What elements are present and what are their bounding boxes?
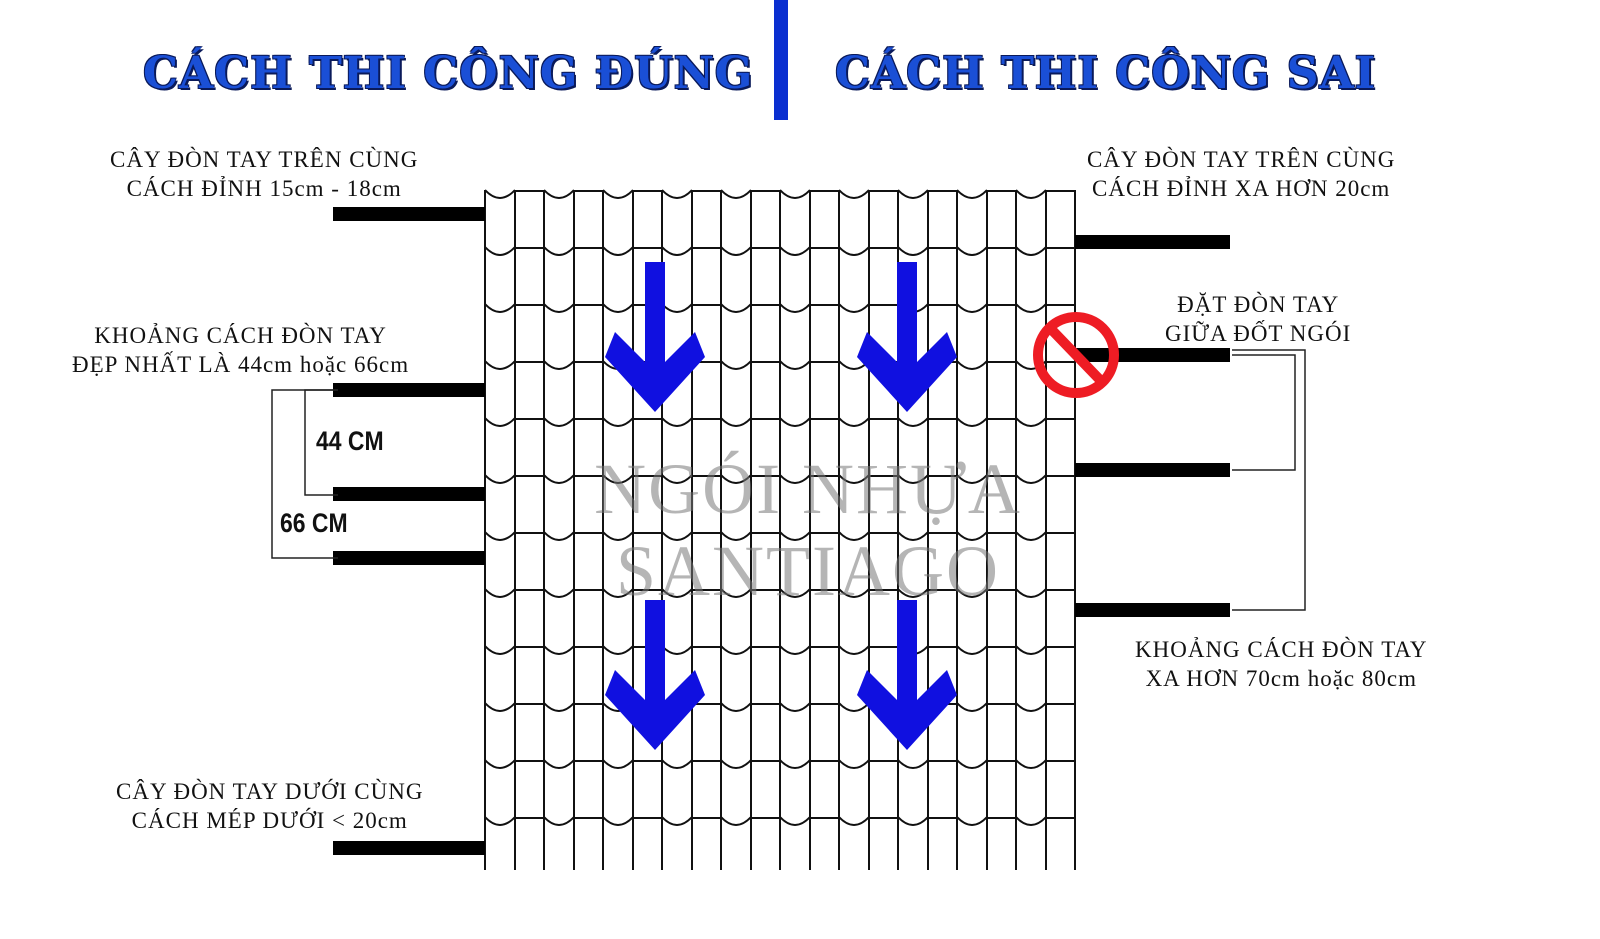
label-line: CÂY ĐÒN TAY DƯỚI CÙNG [116,779,424,804]
label-line: CÁCH MÉP DƯỚI < 20cm [131,808,408,833]
label-line: KHOẢNG CÁCH ĐÒN TAY [1135,637,1428,662]
tile-row-edge [484,531,1075,541]
dimension-brackets [271,349,1306,611]
arrow-down-icon [605,600,705,750]
batten-correct [333,383,485,397]
batten-correct [333,487,485,501]
watermark: NGÓI NHỰA SANTIAGO [508,448,1108,612]
dim-44-label: 44 CM [316,426,384,456]
label-line: CÂY ĐÒN TAY TRÊN CÙNG [1087,147,1396,172]
arrow-down-icon [857,600,957,750]
watermark-line1: NGÓI NHỰA [594,449,1022,529]
batten-wrong [1075,603,1230,617]
label-line: CÁCH ĐỈNH 15cm - 18cm [126,176,402,201]
bracket-right-short [1232,354,1296,471]
bracket-right-long [1232,349,1306,611]
title-divider [774,0,788,120]
left-bottom-label: CÂY ĐÒN TAY DƯỚI CÙNG CÁCH MÉP DƯỚI < 20… [116,777,423,835]
bracket-66cm [271,389,338,559]
down-arrows [605,262,957,750]
title-wrong: CÁCH THI CÔNG SAI [835,48,1377,99]
tile-row-edge [484,759,1075,769]
batten-correct [333,841,485,855]
battens [333,207,1230,855]
tile-row-edge [484,816,1075,826]
right-top-label: CÂY ĐÒN TAY TRÊN CÙNG CÁCH ĐỈNH XA HƠN 2… [1087,145,1395,203]
label-line: ĐẸP NHẤT LÀ 44cm hoặc 66cm [72,352,410,377]
title-correct: CÁCH THI CÔNG ĐÚNG [143,48,754,99]
tile-row-edge [484,417,1075,427]
arrow-down-icon [857,262,957,412]
prohibited-icon [1033,312,1119,398]
tile-row-edge [484,645,1075,655]
dim-66-label: 66 CM [280,508,348,538]
batten-correct [333,207,485,221]
watermark-line2: SANTIAGO [616,531,1000,611]
left-top-label: CÂY ĐÒN TAY TRÊN CÙNG CÁCH ĐỈNH 15cm - 1… [110,145,418,203]
right-middle-label: ĐẶT ĐÒN TAY GIỮA ĐỐT NGÓI [1165,290,1351,348]
batten-wrong [1075,348,1230,362]
label-line: CÂY ĐÒN TAY TRÊN CÙNG [110,147,419,172]
arrow-down-icon [605,262,705,412]
tile-row-edge [484,246,1075,256]
tile-row-edge [484,474,1075,484]
left-spacing-label: KHOẢNG CÁCH ĐÒN TAY ĐẸP NHẤT LÀ 44cm hoặ… [72,321,409,379]
right-spacing-label: KHOẢNG CÁCH ĐÒN TAY XA HƠN 70cm hoặc 80c… [1135,635,1428,693]
label-line: GIỮA ĐỐT NGÓI [1165,321,1352,346]
tile-row-edge [484,303,1075,313]
batten-correct [333,551,485,565]
batten-wrong [1075,235,1230,249]
tile-row-edge [484,588,1075,598]
label-line: CÁCH ĐỈNH XA HƠN 20cm [1092,176,1391,201]
batten-wrong [1075,463,1230,477]
tile-row-edge [484,189,1075,199]
label-line: KHOẢNG CÁCH ĐÒN TAY [94,323,387,348]
label-line: ĐẶT ĐÒN TAY [1177,292,1340,317]
label-line: XA HƠN 70cm hoặc 80cm [1145,666,1417,691]
